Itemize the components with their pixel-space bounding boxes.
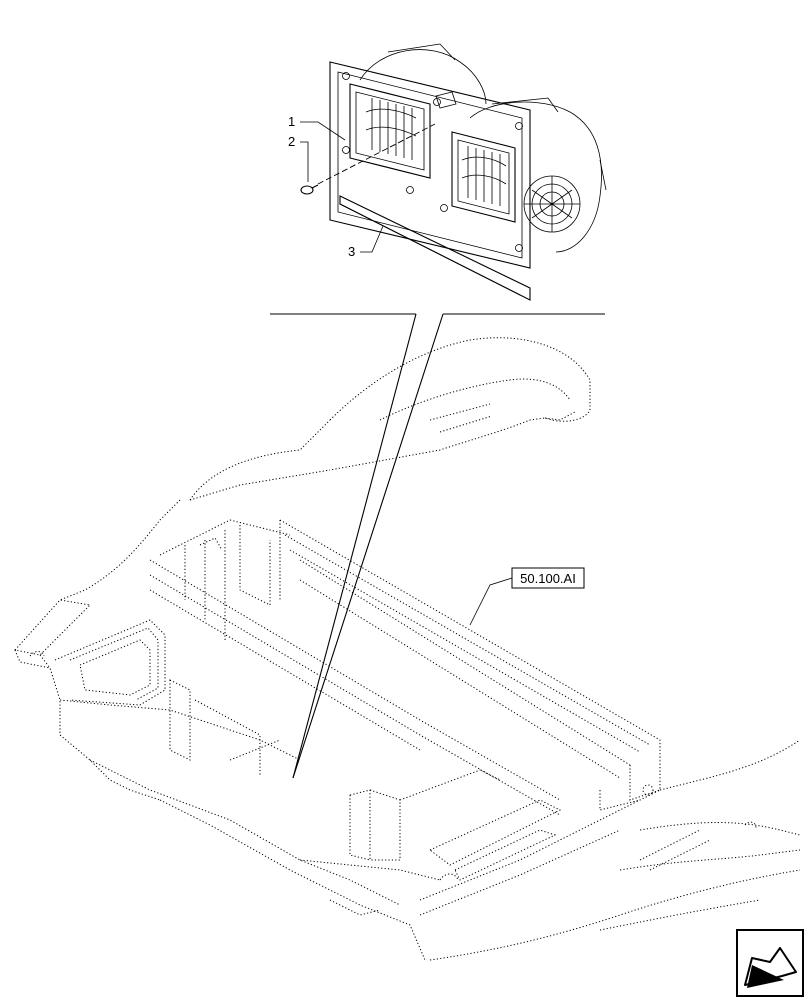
leader-line-3: [360, 225, 384, 253]
arrow-view-icon[interactable]: [736, 929, 804, 997]
leader-line-2: [300, 141, 309, 182]
reference-box[interactable]: [511, 567, 585, 589]
callout-1: 1: [288, 114, 295, 129]
gasket-strip[interactable]: [339, 195, 531, 301]
cab-housing: [14, 337, 801, 961]
reference-leader: [469, 577, 513, 626]
blower-assembly[interactable]: [329, 43, 607, 269]
callout-2: 2: [288, 134, 295, 149]
zoom-indicator: [270, 313, 605, 779]
callout-3: 3: [348, 244, 355, 259]
screw-part[interactable]: [300, 184, 319, 195]
reference-label[interactable]: 50.100.AI: [520, 571, 576, 586]
leader-line-1: [300, 121, 346, 141]
alignment-line: [317, 123, 436, 185]
